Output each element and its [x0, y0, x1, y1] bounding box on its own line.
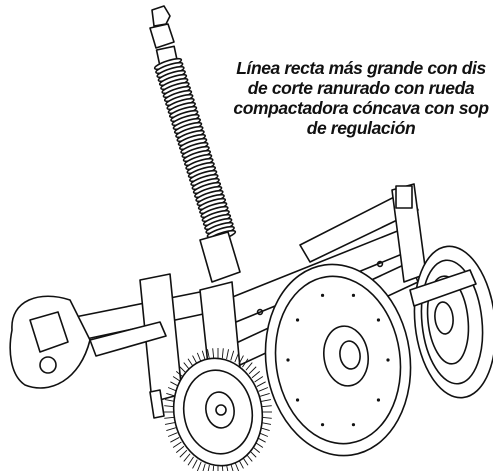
press-wheel [409, 245, 493, 399]
diagram-caption: Línea recta más grande con dis de corte … [196, 58, 493, 138]
caption-line-4: de regulación [306, 118, 416, 138]
spring-column [149, 5, 241, 283]
opener-disc [264, 263, 412, 457]
seed-tube [149, 389, 165, 419]
caption-line-2: de corte ranurado con rueda [247, 78, 475, 98]
fluted-coulter [164, 348, 272, 476]
caption-line-1: Línea recta más grande con dis [236, 58, 486, 78]
caption-line-3: compactadora cóncava con sop [233, 98, 489, 118]
